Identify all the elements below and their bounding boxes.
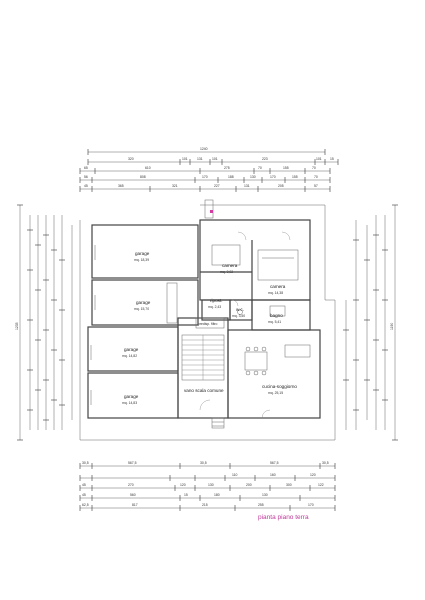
dim-right-total: 1190 (390, 323, 394, 330)
dim-bot-r4-1: 560 (130, 493, 136, 497)
room-camera-1: camera (222, 263, 238, 268)
right-dimensions: 1190 (343, 204, 398, 441)
room-vano-scala: vano scala comune (184, 388, 224, 393)
dim-top-r2-7: 15 (330, 157, 334, 161)
dim-bot-r1-2: 30,5 (200, 461, 207, 465)
bed-camera (257, 249, 299, 281)
area-garage-1: mq. 18,39 (134, 258, 149, 262)
room-garage-4: garage (124, 394, 139, 399)
dim-left-total: 1235 (15, 322, 19, 330)
dim-bot-r3-4: 200 (246, 483, 252, 487)
dim-top-r5-5: 131 (244, 184, 250, 188)
dim-bot-r5-1: 817 (132, 503, 138, 507)
furniture (204, 199, 311, 376)
area-ripost: mq. 2,43 (208, 305, 221, 309)
area-garage-2: mq. 15,70 (134, 307, 149, 311)
dim-bot-r1-3: 567,5 (270, 461, 279, 465)
dim-top-r5-6: 205 (278, 184, 284, 188)
entrance (211, 417, 225, 429)
wc-toilet (237, 309, 243, 315)
area-garage-3: mq. 14,82 (122, 354, 137, 358)
dim-bot-r5-2: 215 (202, 503, 208, 507)
dim-bot-r3-6: 122 (318, 483, 324, 487)
area-bagno: mq. 5,41 (268, 320, 281, 324)
dim-bot-r3-1: 270 (128, 483, 134, 487)
dim-bot-r1-0: 30,5 (82, 461, 89, 465)
room-labels: garage mq. 18,39 garage mq. 15,70 garage… (122, 251, 297, 405)
room-garage-2: garage (136, 300, 151, 305)
area-camera-1: mq. 9,02 (220, 270, 233, 274)
site-boundary (79, 204, 336, 441)
bed-camera-small (211, 244, 241, 266)
dim-bot-r5-4: 170 (308, 503, 314, 507)
building-walls (87, 219, 321, 419)
dim-top-r5-1: 365 (118, 184, 124, 188)
room-cucina: cucina-soggiorno (262, 384, 297, 389)
chimney (204, 199, 214, 219)
dim-bot-r2-4: 110 (232, 473, 238, 477)
dim-top-r5-7: 57 (314, 184, 318, 188)
kitchen-counter (284, 344, 311, 358)
garage-details (90, 245, 178, 405)
dim-bot-r3-3: 130 (208, 483, 214, 487)
room-predisp-filtro: predisp. filtro (198, 322, 218, 326)
left-dimensions: 1235 (15, 204, 73, 441)
dim-top-r3-0: 65 (84, 166, 88, 170)
dim-bot-r2-6: 120 (310, 473, 316, 477)
dim-top-r2-5: 101 (316, 157, 322, 161)
area-garage-4: mq. 14,83 (122, 401, 137, 405)
dim-top-r4-4: 130 (250, 175, 256, 179)
dim-top-r3-3: 70 (258, 166, 262, 170)
dim-bot-r4-4: 130 (262, 493, 268, 497)
dim-top-r5-2: 321 (172, 184, 178, 188)
dim-bot-r3-0: 45 (82, 483, 86, 487)
plan-caption: pianta piano terra (258, 514, 309, 521)
room-ripost: ripost. (210, 298, 223, 303)
dim-top-r4-1: 808 (140, 175, 146, 179)
dim-bot-r1-1: 567,5 (128, 461, 137, 465)
dim-top-r2-3: 101 (212, 157, 218, 161)
area-cucina: mq. 25,15 (268, 391, 283, 395)
area-wc: mq. 3,50 (232, 314, 245, 318)
bathtub (269, 305, 286, 317)
dim-top-r4-7: 70 (314, 175, 318, 179)
room-garage-3: garage (124, 347, 139, 352)
dim-top-r3-1: 610 (145, 166, 151, 170)
dim-top-r2-0: 320 (128, 157, 134, 161)
room-camera-2: camera (270, 284, 286, 289)
top-dimensions: 1240 320 101 131 101 223 101 15 65 610 2… (79, 147, 339, 192)
dim-top-r5-0: 45 (84, 184, 88, 188)
dim-top-r5-3: 227 (214, 184, 220, 188)
dim-top-r3-4: 155 (283, 166, 289, 170)
dim-bot-r3-2: 120 (180, 483, 186, 487)
dim-top-r4-2: 170 (202, 175, 208, 179)
dim-bot-r4-3: 180 (214, 493, 220, 497)
bottom-dimensions: 30,5 567,5 30,5 567,5 30,5 110 160 120 4… (79, 461, 336, 511)
dim-bot-r4-0: 45 (82, 493, 86, 497)
dim-bot-r5-0: 62,5 (82, 503, 89, 507)
dim-top-r4-3: 188 (228, 175, 234, 179)
dim-bot-r4-2: 15 (184, 493, 188, 497)
dim-top-total: 1240 (200, 147, 208, 151)
dim-top-r4-0: 56 (84, 175, 88, 179)
dim-top-r4-6: 155 (292, 175, 298, 179)
dim-bot-r1-4: 30,5 (322, 461, 329, 465)
doors (199, 231, 291, 419)
dim-top-r3-2: 275 (224, 166, 230, 170)
dim-top-r2-4: 223 (262, 157, 268, 161)
dim-bot-r3-5: 300 (286, 483, 292, 487)
room-bagno: bagno (270, 313, 283, 318)
dim-top-r3-5: 70 (312, 166, 316, 170)
dim-bot-r2-5: 160 (270, 473, 276, 477)
dim-top-r4-5: 170 (270, 175, 276, 179)
room-wc: w.c. (236, 307, 244, 312)
dim-top-r2-1: 101 (182, 157, 188, 161)
room-garage-1: garage (135, 251, 150, 256)
dim-top-r2-2: 131 (197, 157, 203, 161)
stairs (181, 334, 225, 381)
dining-table (244, 351, 268, 371)
area-camera-2: mq. 14,38 (268, 291, 283, 295)
dim-bot-r5-3: 255 (258, 503, 264, 507)
